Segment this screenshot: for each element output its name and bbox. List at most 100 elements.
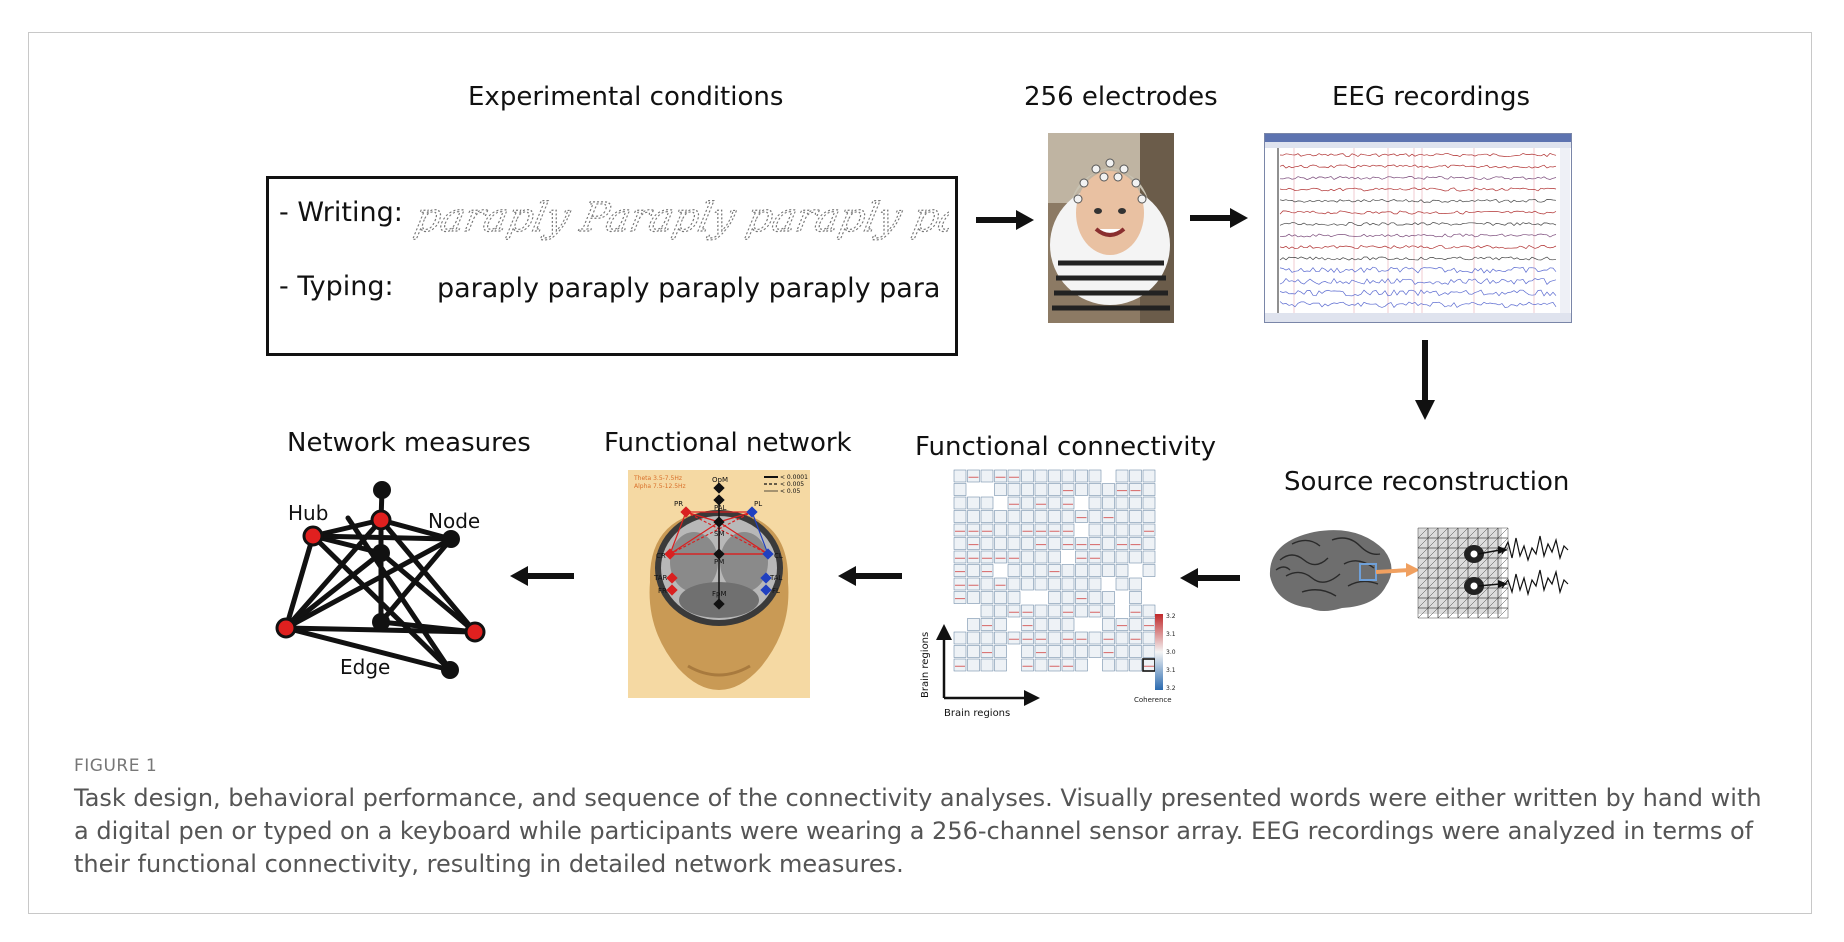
matrix-cell: [1075, 631, 1088, 645]
matrix-cell: [1115, 645, 1129, 658]
matrix-cell: [1102, 483, 1115, 496]
matrix-cell: [1061, 645, 1075, 658]
matrix-cell: [980, 469, 994, 483]
matrix-cell: [1007, 510, 1021, 523]
colorbar-label: Coherence: [1134, 696, 1172, 704]
matrix-cell: [1034, 604, 1048, 618]
matrix-cell: [967, 469, 980, 483]
matrix-cell: [967, 510, 980, 523]
matrix-cell: [994, 618, 1007, 631]
matrix-cell: [1021, 483, 1034, 496]
matrix-y-label: Brain regions: [920, 632, 931, 698]
matrix-cell: [1142, 645, 1156, 658]
matrix-cell: [1142, 604, 1156, 618]
matrix-cell: [1115, 483, 1129, 496]
arrow-left-1: [510, 566, 574, 586]
typing-label: - Typing:: [279, 271, 394, 302]
eeg-trace: [1279, 210, 1557, 215]
eeg-trace: [1279, 277, 1557, 285]
matrix-cell: [1034, 631, 1048, 645]
matrix-cell: [1061, 483, 1075, 496]
matrix-cell: [1102, 564, 1115, 577]
matrix-cell: [1007, 631, 1021, 645]
matrix-cell: [1142, 564, 1156, 577]
title-functional-network: Functional network: [604, 428, 852, 458]
matrix-cell: [1061, 510, 1075, 523]
svg-text:OpM: OpM: [712, 476, 728, 484]
matrix-cell: [953, 537, 967, 550]
handwriting-text: paraply Paraply paraply paraply paraply: [411, 193, 949, 240]
matrix-cell: [1075, 645, 1088, 658]
matrix-cell: [967, 523, 980, 537]
matrix-cell: [953, 591, 967, 604]
svg-text:< 0.0001: < 0.0001: [780, 474, 808, 481]
matrix-cell: [980, 658, 994, 672]
matrix-cell: [967, 645, 980, 658]
matrix-cell: [1061, 537, 1075, 550]
matrix-cell: [1021, 658, 1034, 672]
matrix-cell: [953, 496, 967, 510]
matrix-cell: [1021, 469, 1034, 483]
eeg-trace: [1279, 176, 1557, 180]
title-eeg-recordings: EEG recordings: [1332, 82, 1531, 112]
matrix-cell: [1102, 537, 1115, 550]
arrow-right-2: [1190, 208, 1248, 228]
arrow-right-1: [976, 210, 1034, 230]
eeg-trace: [1279, 222, 1557, 226]
matrix-cell: [1075, 550, 1088, 564]
title-experimental-conditions: Experimental conditions: [468, 82, 784, 112]
matrix-cell: [1115, 564, 1129, 577]
matrix-cell: [1129, 577, 1142, 591]
matrix-cell: [1088, 469, 1102, 483]
svg-text:3.2: 3.2: [1166, 685, 1176, 692]
matrix-cell: [1129, 645, 1142, 658]
matrix-cell: [1061, 564, 1075, 577]
matrix-cell: [1007, 577, 1021, 591]
figure-label: FIGURE 1: [74, 756, 158, 776]
eeg-trace: [1279, 187, 1557, 192]
matrix-cell: [1061, 631, 1075, 645]
matrix-cell: [980, 618, 994, 631]
matrix-cell: [1021, 564, 1034, 577]
matrix-cell: [994, 469, 1007, 483]
matrix-cell: [1048, 550, 1061, 564]
matrix-cell: [1115, 618, 1129, 631]
svg-text:3.1: 3.1: [1166, 631, 1176, 638]
matrix-cell: [1102, 604, 1115, 618]
arrow-down: [1415, 340, 1435, 420]
matrix-cell: [1021, 618, 1034, 631]
svg-text:TAL: TAL: [769, 574, 783, 582]
matrix-cell: [1129, 496, 1142, 510]
matrix-cell: [1088, 537, 1102, 550]
matrix-x-label: Brain regions: [944, 708, 1010, 719]
matrix-cell: [953, 510, 967, 523]
matrix-cell: [980, 591, 994, 604]
matrix-cell: [1061, 577, 1075, 591]
matrix-cell: [1142, 510, 1156, 523]
functional-network-map: OpM PAL PR PL CR CL PM TAR TAL FR FL FpM…: [628, 470, 810, 698]
matrix-cell: [994, 577, 1007, 591]
matrix-cell: [994, 604, 1007, 618]
matrix-cell: [1102, 510, 1115, 523]
matrix-cell: [1088, 550, 1102, 564]
matrix-cell: [1142, 483, 1156, 496]
matrix-cell: [1007, 591, 1021, 604]
eeg-trace: [1279, 289, 1557, 297]
mesh-triangle: [1497, 607, 1509, 619]
matrix-cell: [1075, 604, 1088, 618]
matrix-cell: [1129, 537, 1142, 550]
matrix-cell: [994, 523, 1007, 537]
matrix-cell: [1007, 550, 1021, 564]
matrix-cell: [1034, 577, 1048, 591]
matrix-cell: [1142, 496, 1156, 510]
matrix-cell: [1088, 631, 1102, 645]
matrix-cell: [1088, 510, 1102, 523]
eeg-trace: [1279, 256, 1557, 261]
matrix-cell: [967, 537, 980, 550]
svg-text:Alpha 7.5-12.5Hz: Alpha 7.5-12.5Hz: [634, 483, 686, 490]
matrix-cell: [967, 591, 980, 604]
matrix-cell: [1075, 537, 1088, 550]
matrix-cell: [967, 618, 980, 631]
svg-text:FpM: FpM: [712, 590, 727, 598]
matrix-cell: [980, 550, 994, 564]
